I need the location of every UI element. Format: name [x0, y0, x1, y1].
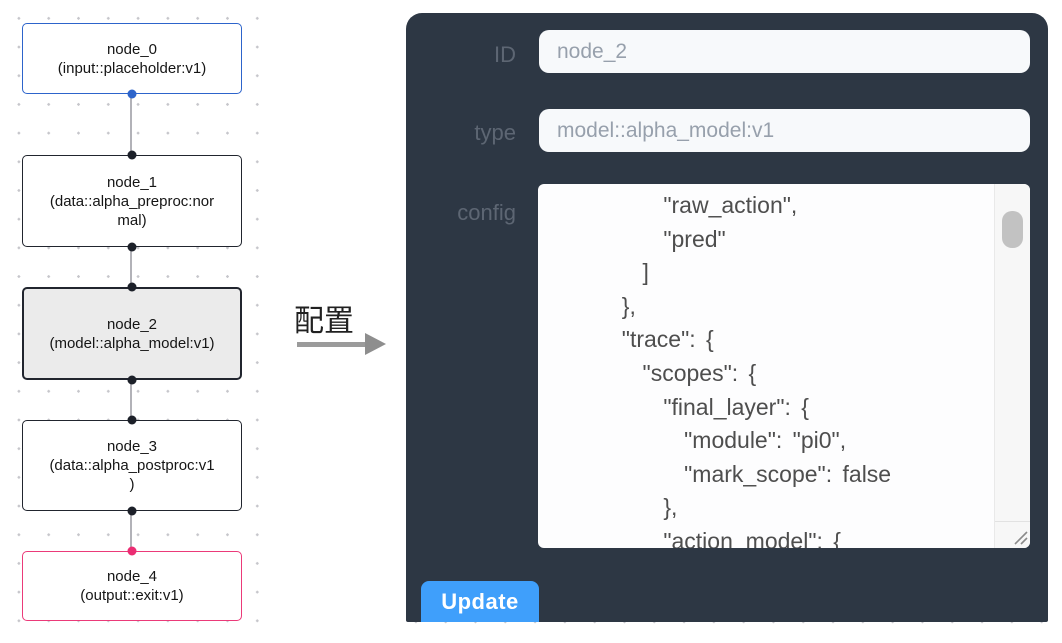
config-scrollbar-corner: [995, 521, 1030, 548]
flow-node-node_2[interactable]: node_2 (model::alpha_model:v1): [22, 287, 242, 380]
connector-label: 配置: [294, 305, 354, 338]
arrow-line: [297, 342, 366, 347]
flow-node-node_3[interactable]: node_3 (data::alpha_postproc:v1): [22, 420, 242, 511]
node-subtitle: (data::alpha_postproc:v1): [49, 457, 215, 493]
node-subtitle: (data::alpha_preproc:normal): [49, 192, 215, 229]
arrow-right-icon: [365, 333, 386, 355]
handle-node2-top[interactable]: [127, 282, 137, 292]
resize-handle-icon[interactable]: [1011, 528, 1029, 546]
node-config-panel: ID type config "raw_action", "pred" ] },…: [406, 13, 1048, 622]
update-button[interactable]: Update: [421, 581, 539, 622]
flow-node-node_1[interactable]: node_1 (data::alpha_preproc:normal): [22, 155, 242, 247]
handle-node1-bottom[interactable]: [127, 242, 137, 252]
config-textarea[interactable]: "raw_action", "pred" ] }, "trace": { "sc…: [538, 184, 1030, 548]
type-input[interactable]: [539, 109, 1030, 152]
edge-node0-node1: [130, 94, 132, 155]
config-scrollbar-track[interactable]: [994, 184, 1030, 548]
handle-node2-bottom[interactable]: [127, 375, 137, 385]
node-title: node_1: [106, 173, 158, 191]
handle-node1-top[interactable]: [127, 150, 137, 160]
id-input[interactable]: [539, 30, 1030, 73]
node-subtitle: (output::exit:v1): [80, 587, 184, 604]
node-title: node_2: [106, 315, 158, 333]
edge-node2-node3: [130, 380, 132, 420]
node-title: node_4: [106, 568, 158, 585]
node-subtitle: (input::placeholder:v1): [57, 59, 207, 77]
node-title: node_0: [106, 40, 158, 58]
handle-node3-bottom[interactable]: [127, 506, 137, 516]
config-scrollbar-thumb[interactable]: [1002, 211, 1023, 248]
flow-node-node_0[interactable]: node_0 (input::placeholder:v1): [22, 23, 242, 94]
node-title: node_3: [106, 438, 158, 455]
handle-node3-top[interactable]: [127, 415, 137, 425]
config-json-text: "raw_action", "pred" ] }, "trace": { "sc…: [621, 192, 892, 548]
edge-node3-node4: [130, 511, 132, 551]
id-field-label: ID: [494, 42, 516, 67]
type-field-label: type: [474, 120, 516, 145]
handle-node4-top[interactable]: [127, 546, 137, 556]
handle-node0-bottom[interactable]: [127, 89, 137, 99]
flow-node-node_4[interactable]: node_4 (output::exit:v1): [22, 551, 242, 621]
edge-node1-node2: [130, 247, 132, 287]
config-field-label: config: [457, 200, 516, 225]
node-subtitle: (model::alpha_model:v1): [49, 334, 215, 352]
